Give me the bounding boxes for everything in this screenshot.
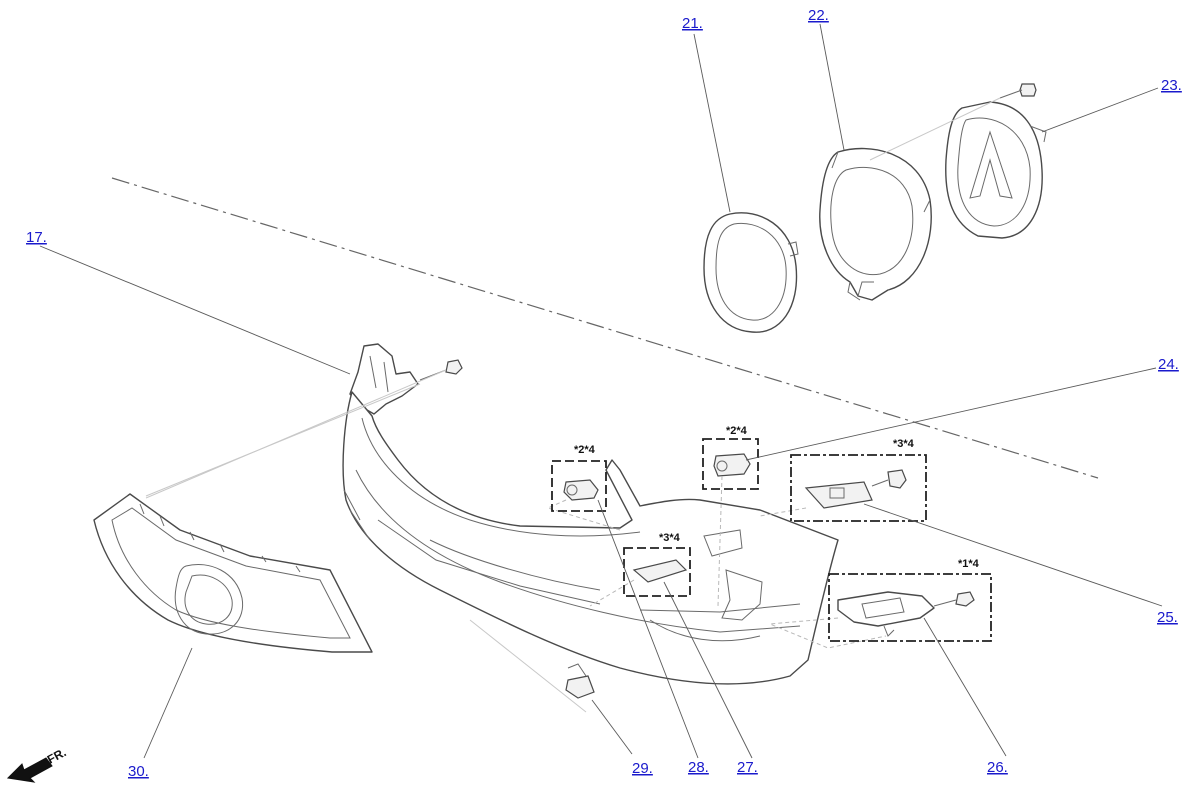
part-24-sensor	[713, 453, 751, 477]
part-28-sensor	[563, 479, 599, 501]
callout-29[interactable]: 29.	[632, 760, 653, 777]
part-23-emblem-cover	[945, 101, 1047, 239]
bolt-icon	[933, 591, 975, 607]
callout-22[interactable]: 22.	[808, 7, 829, 24]
part-27-cover	[632, 559, 688, 583]
part-21-ring	[703, 212, 799, 333]
bolt-icon	[871, 469, 907, 489]
leader-lines	[39, 23, 1163, 759]
assembly-guides	[145, 97, 1001, 713]
note-25: *3*4	[893, 438, 915, 450]
note-28: *2*4	[574, 444, 596, 456]
callout-box-28	[551, 460, 607, 512]
note-26: *1*4	[958, 558, 980, 570]
callout-17[interactable]: 17.	[26, 229, 47, 246]
callout-27[interactable]: 27.	[737, 759, 758, 776]
callout-25[interactable]: 25.	[1157, 609, 1178, 626]
part-29-clip	[565, 663, 595, 699]
part-26-fog-light	[837, 591, 935, 637]
callout-box-25	[790, 454, 927, 522]
bolt-icon	[419, 359, 463, 381]
note-24: *2*4	[726, 425, 748, 437]
front-bumper	[342, 391, 839, 685]
callout-box-24	[702, 438, 759, 490]
part-25-cover	[804, 481, 873, 509]
callout-box-26	[828, 573, 992, 642]
callout-30[interactable]: 30.	[128, 763, 149, 780]
part-17-bracket	[349, 343, 419, 415]
callout-box-27	[623, 547, 691, 597]
callout-24[interactable]: 24.	[1158, 356, 1179, 373]
callout-21[interactable]: 21.	[682, 15, 703, 32]
callout-26[interactable]: 26.	[987, 759, 1008, 776]
center-line	[111, 177, 1099, 479]
callout-28[interactable]: 28.	[688, 759, 709, 776]
front-direction-arrow-icon: FR.	[6, 745, 68, 783]
note-27: *3*4	[659, 532, 681, 544]
callout-23[interactable]: 23.	[1161, 77, 1182, 94]
part-22-housing	[819, 147, 932, 301]
bolt-icon	[999, 83, 1037, 99]
part-30-grille-frame	[93, 493, 373, 653]
